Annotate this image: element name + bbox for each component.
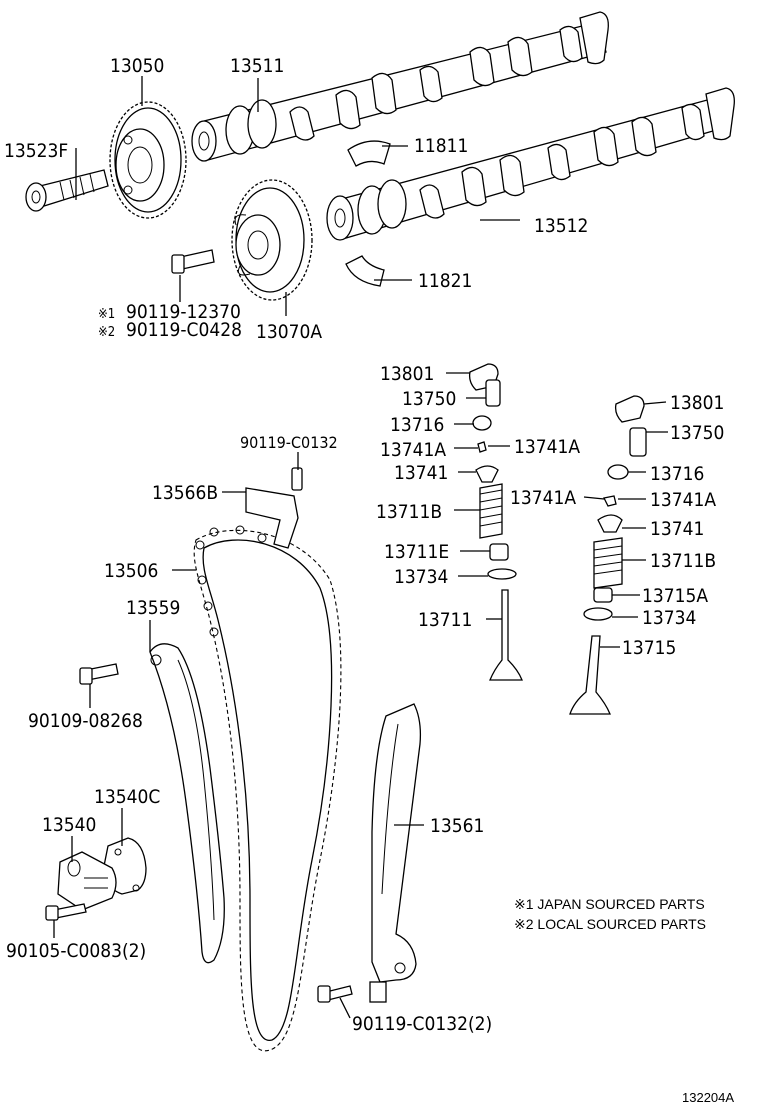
bolt-90109-08268[interactable]: [79, 663, 119, 685]
label-13801-right: 13801: [670, 392, 724, 414]
label-13561: 13561: [430, 815, 484, 837]
label-13050: 13050: [110, 55, 164, 77]
label-13741A-d: 13741A: [650, 489, 716, 511]
mark-1: ※1: [98, 307, 115, 322]
label-13801-left: 13801: [380, 363, 434, 385]
chain-tensioner-arm-13559[interactable]: [149, 643, 225, 964]
label-13711: 13711: [418, 609, 472, 631]
label-90119-12370: 90119-12370: [126, 301, 241, 323]
label-13741A-a: 13741A: [380, 439, 446, 461]
label-13540: 13540: [42, 814, 96, 836]
figure-id: 132204A: [682, 1090, 734, 1105]
label-13741-left: 13741: [394, 462, 448, 484]
label-13511: 13511: [230, 55, 284, 77]
note-local-sourced: ※2 LOCAL SOURCED PARTS: [514, 916, 706, 932]
label-90119-C0132-bottom: 90119-C0132(2): [352, 1013, 492, 1035]
label-13523F: 13523F: [4, 140, 68, 162]
label-13559: 13559: [126, 597, 180, 619]
label-13512: 13512: [534, 215, 588, 237]
note-japan-sourced: ※1 JAPAN SOURCED PARTS: [514, 896, 705, 912]
leader-lines: [53, 76, 668, 1019]
label-13741-right: 13741: [650, 518, 704, 540]
label-13566B: 13566B: [152, 482, 218, 504]
label-13741A-c: 13741A: [510, 487, 576, 509]
label-11811: 11811: [414, 135, 468, 157]
valve-train-right[interactable]: [569, 395, 647, 715]
label-13070A: 13070A: [256, 321, 322, 343]
label-13716-left: 13716: [390, 414, 444, 436]
label-13540C: 13540C: [94, 786, 160, 808]
valve-train-left[interactable]: [468, 363, 523, 681]
label-13711B-right: 13711B: [650, 550, 716, 572]
label-13716-right: 13716: [650, 463, 704, 485]
label-13715: 13715: [622, 637, 676, 659]
label-13711E: 13711E: [384, 541, 449, 563]
bolt-90119-C0132-top[interactable]: [291, 467, 303, 491]
camshaft-13512[interactable]: [326, 87, 735, 241]
bearing-11821[interactable]: [345, 255, 385, 287]
label-13750-left: 13750: [402, 388, 456, 410]
label-90109-08268: 90109-08268: [28, 710, 143, 732]
chain-guide-13561[interactable]: [369, 703, 422, 1003]
label-13506: 13506: [104, 560, 158, 582]
camshaft-13511[interactable]: [191, 11, 609, 162]
label-90105-C0083: 90105-C0083(2): [6, 940, 146, 962]
bolt-90119-C0132-bottom[interactable]: [317, 985, 353, 1003]
label-13750-right: 13750: [670, 422, 724, 444]
mark-2: ※2: [98, 325, 115, 340]
cam-timing-gear-13070A[interactable]: [231, 179, 313, 301]
bolt-13523F[interactable]: [25, 169, 109, 212]
label-90119-C0428: 90119-C0428: [126, 319, 242, 341]
label-13734-right: 13734: [642, 607, 696, 629]
timing-chain-13506[interactable]: [193, 525, 342, 1052]
bolt-90119-12370[interactable]: [171, 249, 215, 274]
label-90119-C0132-top: 90119-C0132: [240, 433, 338, 452]
bearing-11811[interactable]: [347, 140, 391, 167]
label-13734-left: 13734: [394, 566, 448, 588]
chain-tensioner-13540[interactable]: [57, 851, 117, 911]
bolt-90105-C0083[interactable]: [45, 903, 87, 921]
label-13711B-left: 13711B: [376, 501, 442, 523]
chain-guide-13566B[interactable]: [245, 487, 299, 549]
label-13715A: 13715A: [642, 585, 708, 607]
label-11821: 11821: [418, 270, 472, 292]
cam-timing-gear-13050[interactable]: [109, 101, 187, 219]
label-13741A-b: 13741A: [514, 436, 580, 458]
